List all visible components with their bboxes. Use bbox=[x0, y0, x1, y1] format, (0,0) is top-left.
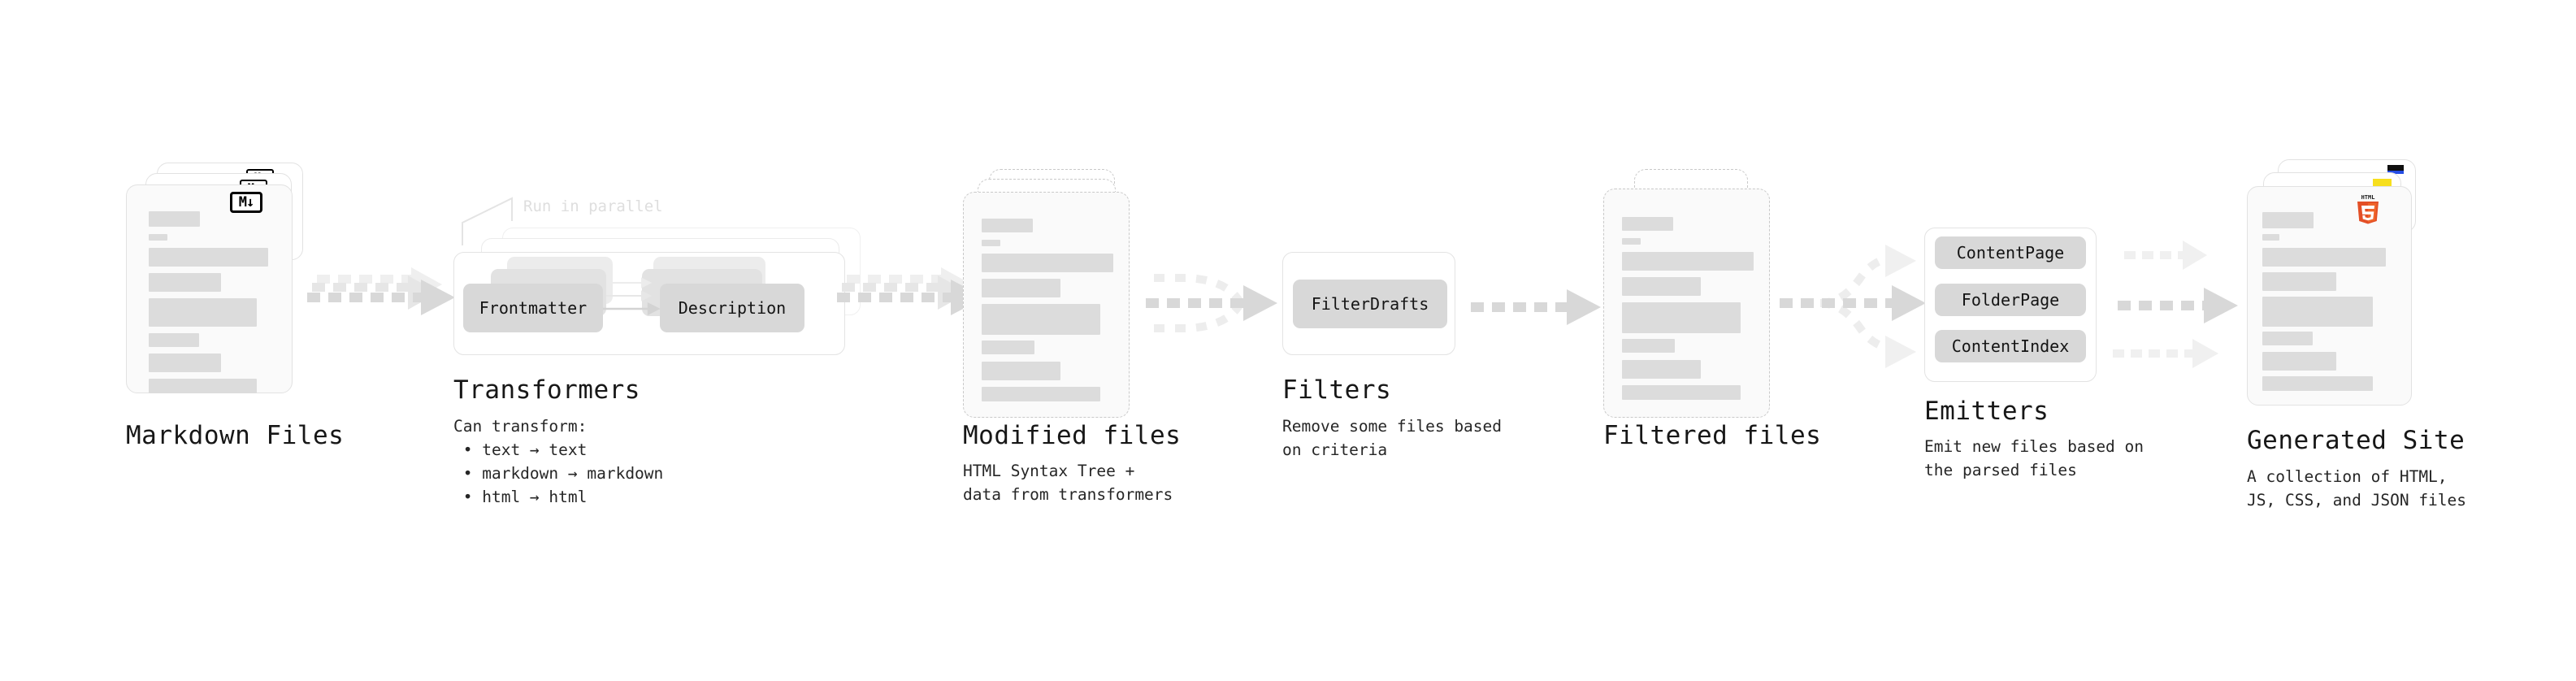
doc-bar bbox=[1622, 302, 1741, 333]
doc-bar bbox=[149, 379, 257, 393]
doc-bar bbox=[149, 248, 268, 267]
css3-icon bbox=[2387, 165, 2404, 174]
svg-text:HTML: HTML bbox=[2361, 194, 2375, 201]
stage-desc-emitters: Emit new files based on the parsed files bbox=[1924, 437, 2144, 479]
arrow-filtered-to-emitters bbox=[1780, 245, 1926, 368]
doc-bar bbox=[1622, 339, 1675, 353]
emitter-chip-folderpage[interactable]: FolderPage bbox=[1935, 284, 2086, 316]
stage-desc-transformers: Can transform: • text → text • markdown … bbox=[453, 417, 664, 506]
doc-bar bbox=[2262, 272, 2336, 291]
doc-bar bbox=[982, 362, 1060, 380]
filtered-file-card-front bbox=[1603, 189, 1770, 418]
doc-bar bbox=[2262, 212, 2314, 228]
doc-bar bbox=[149, 298, 257, 327]
emitter-chip-contentpage[interactable]: ContentPage bbox=[1935, 236, 2086, 269]
arrow-transformers-to-modified bbox=[837, 267, 985, 315]
stage-title-modified-files: Modified files bbox=[963, 421, 1182, 450]
doc-bar bbox=[1622, 277, 1701, 296]
stage-desc-filters: Remove some files based on criteria bbox=[1282, 417, 1503, 459]
arrow-markdown-to-transformers bbox=[307, 267, 455, 315]
markdown-files-stack: M↓ M↓ M↓ bbox=[126, 163, 313, 414]
doc-bar bbox=[1622, 217, 1673, 231]
arrow-emitters-to-site bbox=[2113, 241, 2238, 368]
modified-file-card-front bbox=[963, 192, 1130, 418]
filtered-files-stack bbox=[1603, 169, 1790, 418]
doc-bar bbox=[2262, 352, 2336, 371]
doc-bar bbox=[982, 304, 1100, 335]
transformer-inner-arrows bbox=[603, 277, 661, 315]
html5-icon: HTML bbox=[2357, 194, 2379, 224]
doc-bar bbox=[2262, 234, 2279, 241]
markdown-icon: M↓ bbox=[230, 192, 262, 213]
doc-bar bbox=[149, 354, 221, 372]
doc-bar bbox=[982, 219, 1033, 232]
stage-title-generated-site: Generated Site bbox=[2247, 426, 2465, 455]
doc-bar bbox=[982, 240, 1000, 246]
doc-bar bbox=[982, 340, 1034, 354]
doc-bar bbox=[149, 333, 199, 347]
stage-title-filters: Filters bbox=[1282, 375, 1392, 405]
doc-bar bbox=[982, 254, 1113, 272]
markdown-file-card-front bbox=[126, 184, 293, 393]
stage-title-transformers: Transformers bbox=[453, 375, 640, 405]
generated-site-stack: HTML bbox=[2247, 159, 2450, 419]
stage-desc-generated-site: A collection of HTML, JS, CSS, and JSON … bbox=[2247, 467, 2467, 510]
doc-bar bbox=[2262, 332, 2313, 345]
generated-file-card-html bbox=[2247, 186, 2412, 406]
modified-files-stack bbox=[963, 169, 1150, 418]
stage-title-filtered-files: Filtered files bbox=[1603, 421, 1822, 450]
filter-chip-filterdrafts[interactable]: FilterDrafts bbox=[1293, 280, 1447, 328]
transformer-chip-description[interactable]: Description bbox=[660, 284, 804, 332]
doc-bar bbox=[1622, 238, 1641, 245]
doc-bar bbox=[982, 279, 1060, 297]
doc-bar bbox=[149, 273, 221, 292]
doc-bar bbox=[1622, 360, 1701, 379]
doc-bar bbox=[2262, 376, 2373, 391]
transformer-chip-frontmatter[interactable]: Frontmatter bbox=[463, 284, 603, 332]
doc-bar bbox=[1622, 252, 1754, 271]
doc-bar bbox=[1622, 385, 1741, 400]
doc-bar bbox=[2262, 248, 2386, 267]
arrow-filters-to-filtered bbox=[1471, 289, 1601, 325]
emitter-chip-contentindex[interactable]: ContentIndex bbox=[1935, 330, 2086, 362]
stage-title-emitters: Emitters bbox=[1924, 397, 2049, 426]
run-in-parallel-label: Run in parallel bbox=[523, 197, 663, 215]
stage-title-markdown-files: Markdown Files bbox=[126, 421, 345, 450]
doc-bar bbox=[982, 387, 1100, 401]
css3-icon-cap bbox=[2387, 165, 2404, 171]
doc-bar bbox=[149, 211, 200, 227]
run-in-parallel-bracket bbox=[462, 197, 513, 245]
doc-bar bbox=[149, 234, 167, 241]
arrow-modified-to-filters bbox=[1146, 274, 1277, 332]
doc-bar bbox=[2262, 297, 2373, 327]
stage-desc-modified-files: HTML Syntax Tree + data from transformer… bbox=[963, 462, 1173, 504]
